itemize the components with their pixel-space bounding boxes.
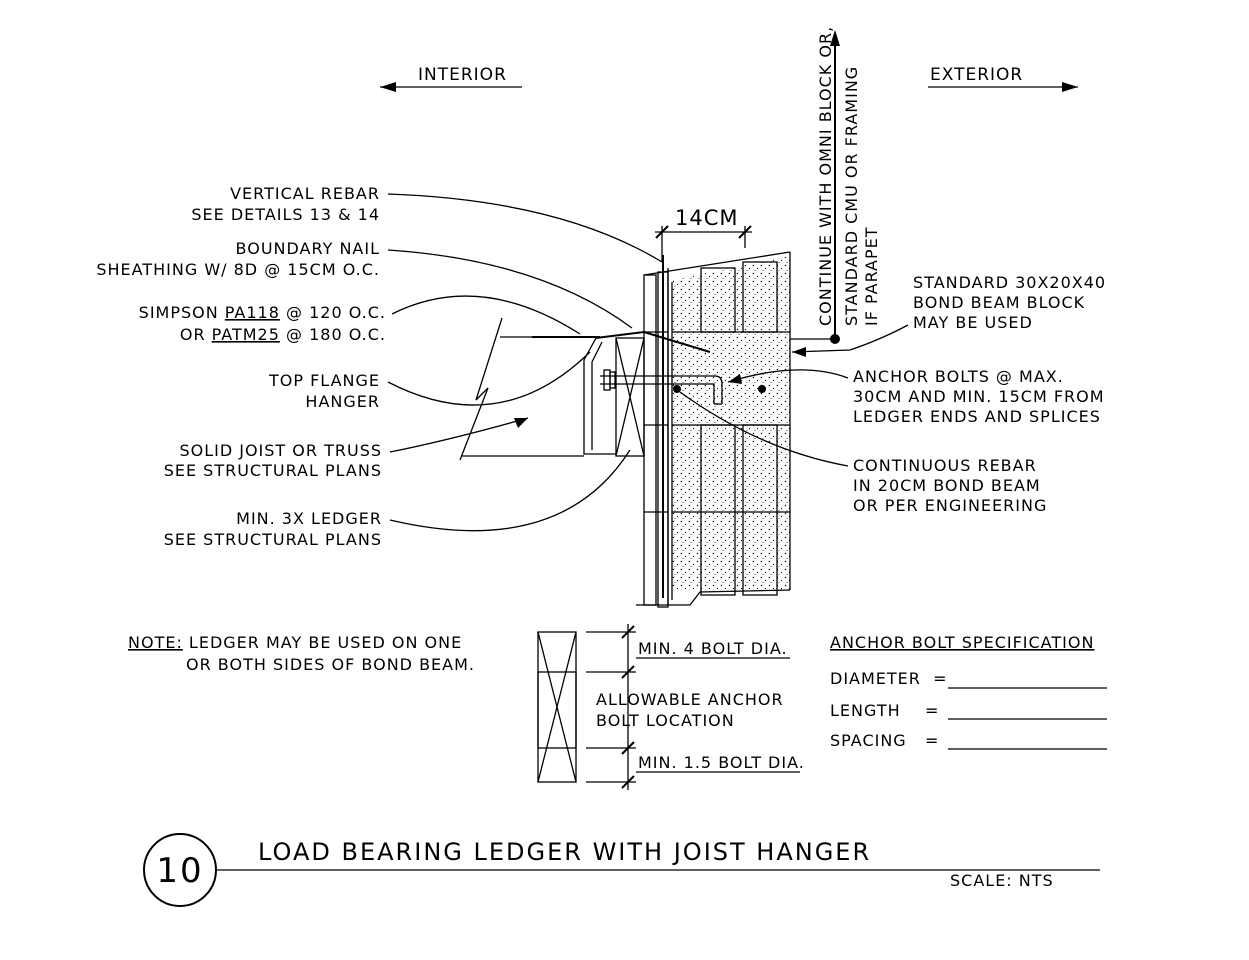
- anchor-bolts-label-3: LEDGER ENDS AND SPLICES: [853, 407, 1101, 426]
- anchor-bolts-leader: [727, 369, 849, 383]
- bond-beam-label-2: BOND BEAM BLOCK: [913, 293, 1085, 312]
- continuous-rebar-label-3: OR PER ENGINEERING: [853, 496, 1047, 515]
- ledger-label-1: MIN. 3X LEDGER: [236, 509, 382, 528]
- top-flange-leader: [387, 351, 591, 406]
- continuous-rebar-leader: [679, 391, 849, 467]
- detail-number: 10: [156, 851, 203, 891]
- boundary-nail-label-1: BOUNDARY NAIL: [236, 239, 380, 258]
- spec-length-label: LENGTH =: [830, 701, 939, 720]
- dimension-text: 14CM: [675, 206, 739, 230]
- solid-joist-leader: [389, 417, 529, 453]
- bond-beam-label-3: MAY BE USED: [913, 313, 1033, 332]
- spec-title: ANCHOR BOLT SPECIFICATION: [830, 633, 1094, 652]
- continuous-rebar-1: [673, 385, 681, 393]
- allowable-label-2: BOLT LOCATION: [596, 711, 735, 730]
- continue-note-2: STANDARD CMU OR FRAMING: [842, 66, 861, 326]
- anchor-bolts-label-1: ANCHOR BOLTS @ MAX.: [853, 367, 1064, 386]
- wall-assembly: [636, 251, 791, 608]
- vertical-rebar-label-2: SEE DETAILS 13 & 14: [191, 205, 380, 224]
- bolt-location-detail: [537, 624, 800, 790]
- top-flange-label-1: TOP FLANGE: [268, 371, 380, 390]
- joist: [459, 317, 600, 461]
- continuous-rebar-2: [758, 385, 766, 393]
- top-flange-label-2: HANGER: [305, 392, 380, 411]
- width-dimension: [655, 225, 752, 262]
- vertical-rebar-label-1: VERTICAL REBAR: [230, 184, 380, 203]
- solid-joist-label-2: SEE STRUCTURAL PLANS: [164, 461, 382, 480]
- anchor-bolt: [600, 369, 723, 405]
- exterior-arrow: [928, 82, 1078, 92]
- continuous-rebar-label-1: CONTINUOUS REBAR: [853, 456, 1037, 475]
- continue-note-3: IF PARAPET: [862, 226, 881, 326]
- continuous-rebar-label-2: IN 20CM BOND BEAM: [853, 476, 1041, 495]
- exterior-label: EXTERIOR: [930, 65, 1023, 85]
- interior-arrow: [380, 82, 522, 92]
- drawing-title: LOAD BEARING LEDGER WITH JOIST HANGER: [258, 838, 871, 866]
- min-1-5-bolt-label: MIN. 1.5 BOLT DIA.: [638, 753, 805, 772]
- ledger: [615, 337, 645, 457]
- boundary-nail-label-2: SHEATHING W/ 8D @ 15CM O.C.: [96, 260, 380, 279]
- simpson-label-2: OR PATM25 @ 180 O.C.: [180, 325, 386, 344]
- min-4-bolt-label: MIN. 4 BOLT DIA.: [638, 639, 788, 658]
- allowable-label-1: ALLOWABLE ANCHOR: [596, 690, 784, 709]
- note-line-1: NOTE: LEDGER MAY BE USED ON ONE: [128, 633, 462, 652]
- vertical-rebar-leader: [387, 193, 663, 263]
- spec-diameter-label: DIAMETER =: [830, 669, 947, 688]
- boundary-nail-leader: [387, 249, 633, 329]
- interior-label: INTERIOR: [418, 65, 507, 85]
- continuation-arrow: [790, 30, 840, 344]
- solid-joist-label-1: SOLID JOIST OR TRUSS: [179, 441, 382, 460]
- simpson-leader: [391, 295, 581, 335]
- bond-beam-label-1: STANDARD 30X20X40: [913, 273, 1106, 292]
- note-line-2: OR BOTH SIDES OF BOND BEAM.: [186, 655, 475, 674]
- spec-spacing-label: SPACING =: [830, 731, 939, 750]
- scale-label: SCALE: NTS: [950, 871, 1054, 890]
- ledger-label-2: SEE STRUCTURAL PLANS: [164, 530, 382, 549]
- continue-note-1: CONTINUE WITH OMNI BLOCK OR,: [816, 26, 835, 326]
- simpson-label-1: SIMPSON PA118 @ 120 O.C.: [139, 303, 386, 322]
- anchor-bolts-label-2: 30CM AND MIN. 15CM FROM: [853, 387, 1105, 406]
- bond-beam-leader: [791, 324, 909, 353]
- ledger-leader: [389, 449, 631, 532]
- top-flange-hanger: [583, 330, 711, 455]
